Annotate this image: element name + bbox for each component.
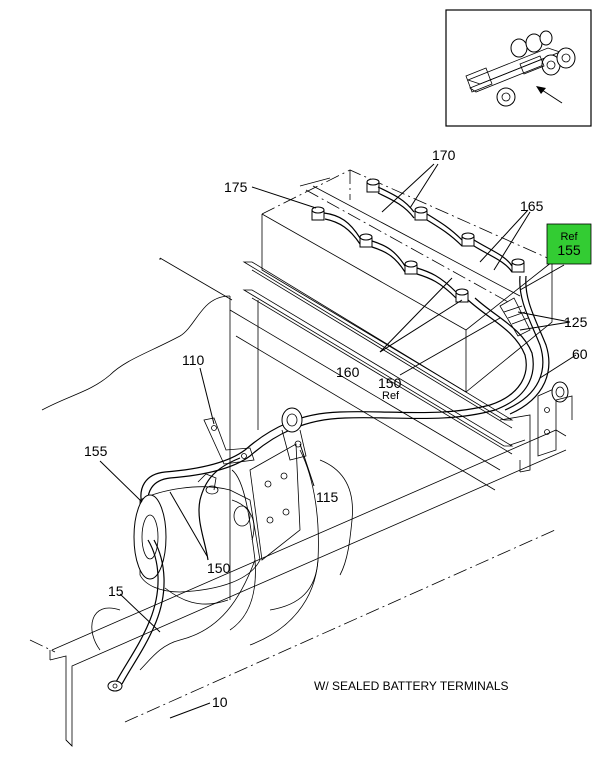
vehicle-chassis-locator-icon: [465, 30, 576, 107]
inset-locator: [445, 9, 592, 127]
locator-arrow-icon: [536, 86, 563, 104]
battery-tray: [229, 261, 531, 491]
terminal: [461, 232, 475, 247]
callout-15: 15: [108, 583, 124, 599]
callout-115: 115: [316, 489, 339, 505]
battery-terminals: [311, 178, 525, 303]
terminal: [366, 178, 380, 193]
right-bracket: [537, 381, 573, 457]
terminal: [311, 206, 325, 221]
leader-lines: [99, 163, 577, 719]
ref-box-background: [546, 223, 592, 265]
ref-box-line2: 155: [557, 242, 581, 258]
terminal: [404, 260, 418, 275]
callout-175: 175: [224, 179, 248, 195]
starter-motor: [133, 473, 261, 605]
jumper-cables: [323, 186, 513, 299]
terminal: [359, 233, 373, 248]
terminal: [511, 258, 525, 273]
callout-150-lower: 150: [207, 560, 231, 576]
callout-155: 155: [84, 443, 108, 459]
callout-170: 170: [432, 147, 456, 163]
callout-125: 125: [564, 314, 588, 330]
callout-110: 110: [182, 352, 205, 368]
ref-155-box[interactable]: Ref 155: [546, 223, 592, 265]
callout-labels: 175 170 165 125 60 160 150 Ref 110 115 1…: [84, 147, 588, 710]
cab-outline: [41, 257, 259, 600]
callout-160: 160: [336, 364, 360, 380]
callout-150-upper: 150: [378, 375, 402, 391]
ref-box-line1: Ref: [560, 231, 578, 243]
callout-165: 165: [520, 198, 544, 214]
callout-60: 60: [572, 346, 588, 362]
battery-box: [261, 169, 553, 393]
ground-cable: [107, 539, 165, 692]
callout-10: 10: [212, 694, 228, 710]
main-cable-bundle: [140, 275, 550, 561]
engine-housing: [91, 443, 353, 671]
diagram-caption: W/ SEALED BATTERY TERMINALS: [314, 679, 509, 693]
terminal: [414, 206, 428, 221]
mounting-bracket: [203, 417, 255, 465]
cable-clamp: [281, 407, 307, 461]
callout-150-ref: Ref: [382, 390, 400, 402]
